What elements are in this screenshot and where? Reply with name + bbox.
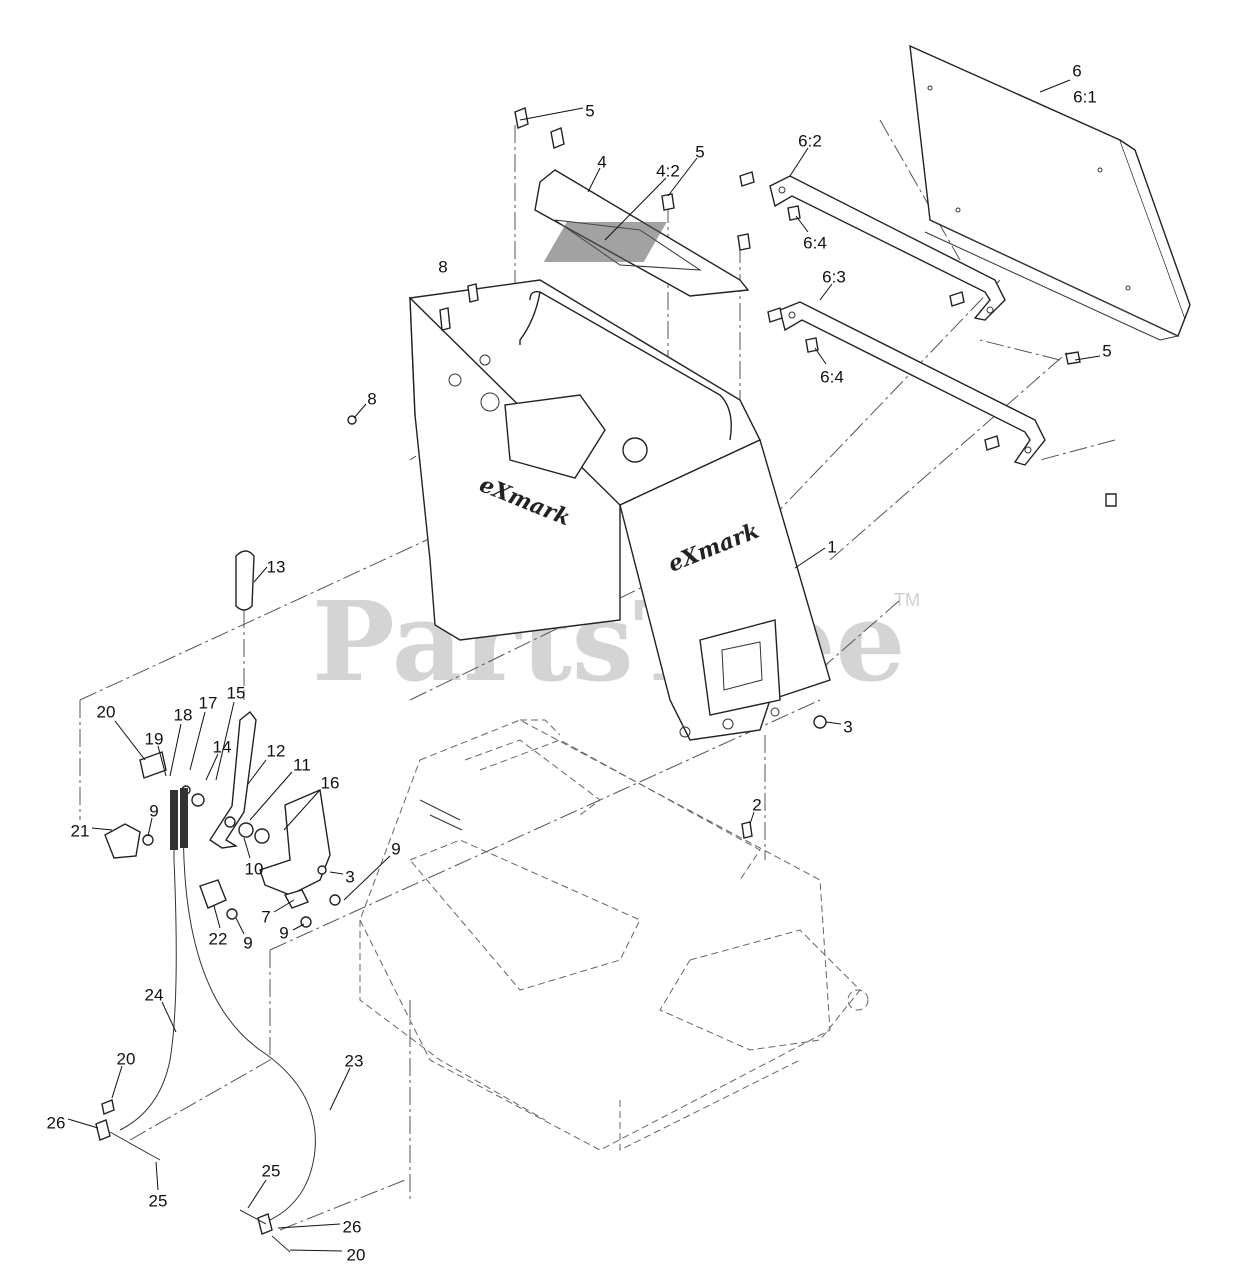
watermark-tm: TM	[894, 590, 920, 610]
callout-c-20b[interactable]: 20	[117, 1049, 136, 1068]
callout-c-26a[interactable]: 26	[47, 1113, 66, 1132]
leader-line-c-24	[161, 1001, 177, 1033]
callout-c-6-4b[interactable]: 6:4	[820, 367, 844, 386]
leader-line-c-6-2	[789, 147, 809, 177]
callout-c-22[interactable]: 22	[209, 929, 228, 948]
callout-c-5a[interactable]: 5	[585, 101, 594, 120]
callout-c-19[interactable]: 19	[145, 729, 164, 748]
callout-c-9a[interactable]: 9	[149, 801, 158, 820]
leader-line-c-19	[157, 745, 167, 777]
leader-line-c-9d	[235, 917, 245, 935]
callout-c-9b[interactable]: 9	[391, 839, 400, 858]
decal-part-4-2	[543, 222, 667, 262]
callout-c-26b[interactable]: 26	[343, 1217, 362, 1236]
leader-line-c-3b	[825, 721, 842, 725]
leader-line-c-20b	[111, 1065, 123, 1099]
leader-line-c-4-2	[604, 177, 667, 241]
leader-line-c-25b	[247, 1179, 267, 1209]
leader-line-c-20c	[289, 1249, 343, 1252]
pins-part-8	[347, 283, 479, 425]
callout-c-14[interactable]: 14	[213, 737, 232, 756]
leader-line-c-2	[749, 811, 755, 825]
leader-line-c-6	[1039, 79, 1071, 93]
leader-line-c-15	[215, 701, 235, 781]
leader-line-c-14	[205, 753, 219, 781]
callout-c-24[interactable]: 24	[145, 985, 164, 1004]
leader-line-c-9b	[343, 855, 391, 901]
callout-c-2[interactable]: 2	[752, 795, 761, 814]
callout-c-6-4a[interactable]: 6:4	[803, 233, 827, 252]
callout-c-12[interactable]: 12	[267, 741, 286, 760]
leader-line-c-18	[169, 723, 182, 777]
leader-line-c-22	[213, 905, 221, 929]
leader-line-c-21	[91, 827, 113, 831]
leader-line-c-13	[253, 566, 268, 583]
callout-c-9d[interactable]: 9	[243, 933, 252, 952]
leader-line-c-23	[329, 1067, 351, 1111]
cables-part-23-24	[95, 788, 316, 1253]
callout-c-17[interactable]: 17	[199, 693, 218, 712]
callout-c-4-2[interactable]: 4:2	[656, 161, 680, 180]
callout-c-6-2[interactable]: 6:2	[798, 131, 822, 150]
callout-c-10[interactable]: 10	[245, 859, 264, 878]
callout-c-6[interactable]: 6	[1072, 61, 1081, 80]
callout-c-16[interactable]: 16	[321, 773, 340, 792]
console-body-part-1: eXmark eXmark	[409, 279, 831, 741]
leader-line-c-9a	[147, 817, 153, 837]
leader-line-c-26a	[67, 1118, 99, 1129]
leader-line-c-17	[189, 711, 206, 771]
leader-line-c-25a	[155, 1161, 159, 1191]
leader-line-c-12	[247, 759, 267, 785]
leader-line-c-10	[243, 837, 251, 859]
callout-c-8b[interactable]: 8	[367, 389, 376, 408]
callout-c-21[interactable]: 21	[71, 821, 90, 840]
callout-c-20c[interactable]: 20	[347, 1245, 366, 1264]
callout-c-4[interactable]: 4	[597, 152, 606, 171]
callout-c-25a[interactable]: 25	[149, 1191, 168, 1210]
leader-line-c-1	[794, 547, 826, 569]
callout-c-23[interactable]: 23	[345, 1051, 364, 1070]
top-panel-part-4	[514, 107, 751, 297]
leader-line-c-26b	[277, 1223, 341, 1229]
callout-c-8a[interactable]: 8	[438, 257, 447, 276]
leader-line-c-20a	[114, 720, 146, 761]
callout-c-18[interactable]: 18	[174, 705, 193, 724]
callout-c-7[interactable]: 7	[261, 907, 270, 926]
callout-c-20a[interactable]: 20	[97, 702, 116, 721]
leader-line-c-16	[283, 789, 321, 831]
leader-line-c-6-3	[819, 283, 833, 301]
callout-c-5c[interactable]: 5	[1102, 341, 1111, 360]
leader-line-c-5c	[1074, 355, 1101, 361]
leader-line-c-9c	[292, 923, 305, 931]
callout-c-3b[interactable]: 3	[843, 717, 852, 736]
leader-line-c-5a	[519, 107, 584, 121]
leader-line-c-7	[273, 899, 295, 913]
leader-line-c-5b	[667, 157, 698, 197]
leader-line-c-4	[587, 167, 601, 193]
leader-line-c-3a	[329, 871, 344, 875]
chassis-frame-ghost	[359, 715, 869, 1151]
leader-line-c-6-4b	[814, 347, 827, 365]
grip-part-13	[235, 550, 255, 611]
callout-c-6-3[interactable]: 6:3	[822, 267, 846, 286]
seat-brackets-part-6-2-6-3	[739, 171, 1117, 507]
callout-c-11[interactable]: 11	[293, 755, 311, 774]
callout-c-25b[interactable]: 25	[262, 1161, 281, 1180]
leader-line-c-6-4a	[795, 215, 809, 233]
callout-c-9c[interactable]: 9	[279, 923, 288, 942]
callout-c-5b[interactable]: 5	[695, 142, 704, 161]
callout-c-6-1[interactable]: 6:1	[1073, 87, 1097, 106]
leader-line-c-8b	[353, 403, 367, 419]
callout-c-3a[interactable]: 3	[345, 867, 354, 886]
callout-c-15[interactable]: 15	[227, 683, 246, 702]
leader-line-c-11	[249, 771, 293, 821]
callout-c-13[interactable]: 13	[267, 557, 286, 576]
callout-c-1[interactable]: 1	[827, 537, 836, 556]
seat-pad-part-6	[909, 44, 1191, 341]
